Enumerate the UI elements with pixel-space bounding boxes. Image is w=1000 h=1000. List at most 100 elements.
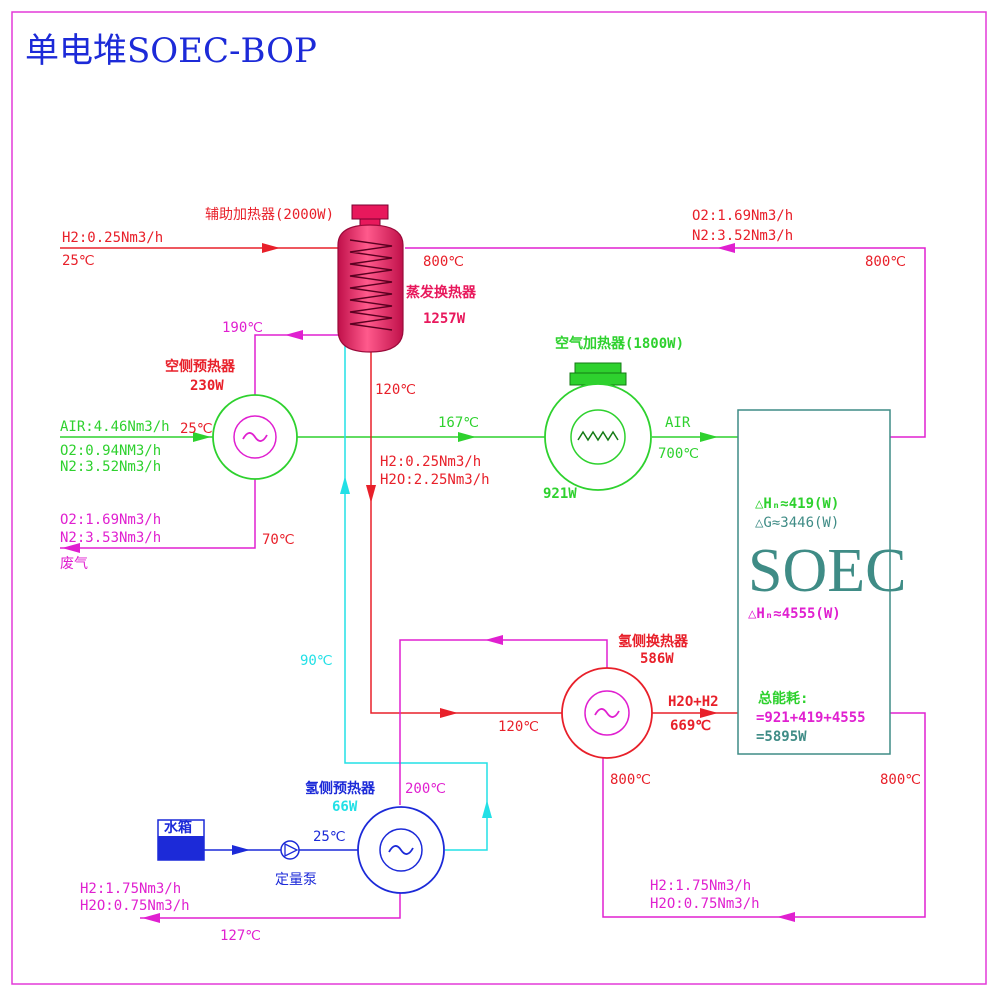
- h2-preheater[interactable]: [357, 806, 445, 894]
- h2-return-line: [602, 712, 926, 918]
- air-heater-power: 921W: [543, 486, 577, 502]
- soec-dh-big: △Hₙ≈4555(W): [748, 606, 841, 622]
- o2-return-temp: 800℃: [865, 254, 906, 270]
- pump-label: 定量泵: [275, 872, 317, 888]
- diagram-title: 单电堆SOEC-BOP: [25, 31, 317, 71]
- pipes: [60, 247, 926, 919]
- heater-cap: [351, 204, 389, 220]
- water-vapor-line: [344, 335, 488, 851]
- exhaust-o2: O2:1.69Nm3/h: [60, 512, 161, 528]
- arrow: [262, 243, 280, 253]
- air-preheater-temp-hot: 190℃: [222, 320, 263, 336]
- arrow: [777, 912, 795, 922]
- h2-return-h2: H2:1.75Nm3/h: [650, 878, 751, 894]
- arrow: [458, 432, 476, 442]
- arrow: [340, 476, 350, 494]
- arrow: [700, 432, 718, 442]
- vessel-body: [337, 224, 404, 353]
- exhaust-label: 废气: [60, 556, 88, 572]
- evap-to-air-preheater-line: [254, 334, 345, 395]
- h2-preheater-temp-out: 200℃: [405, 781, 446, 797]
- mixed-feed-h2o: H2O:2.25Nm3/h: [380, 472, 490, 488]
- h2-heat-exchanger[interactable]: [561, 667, 653, 759]
- page-border: [11, 11, 987, 985]
- soec-stack[interactable]: △Hₙ≈419(W) △G≈3446(W) SOEC △Hₙ≈4555(W) 总…: [737, 409, 906, 755]
- h2-hex-out-label: H2O+H2: [668, 694, 719, 710]
- h2-preheater-power: 66W: [332, 799, 358, 815]
- o2-return-o2: O2:1.69Nm3/h: [692, 208, 793, 224]
- h2-preheater-temp-exit: 127℃: [220, 928, 261, 944]
- aux-heater-label: 辅助加热器(2000W): [205, 207, 334, 223]
- h2-preheater-hot-line: [399, 639, 608, 805]
- soec-label: SOEC: [748, 537, 906, 605]
- h2-hex-power: 586W: [640, 651, 674, 667]
- heating-element-icon: [577, 430, 619, 442]
- labels: H2:0.25Nm3/h 25℃ 辅助加热器(2000W) 蒸发换热器 1257…: [60, 207, 921, 944]
- air-preheater-label: 空侧预热器: [165, 358, 236, 375]
- mixed-feed-h2: H2:0.25Nm3/h: [380, 454, 481, 470]
- air-preheater-temp-in: 25℃: [180, 421, 213, 437]
- arrow: [285, 330, 303, 340]
- arrow: [485, 635, 503, 645]
- arrow: [366, 485, 376, 503]
- h2-out-h2: H2:1.75Nm3/h: [80, 881, 181, 897]
- air-preheater-power: 230W: [190, 378, 224, 394]
- h2-preheater-temp-in: 25℃: [313, 829, 346, 845]
- pump-icon: [284, 842, 299, 858]
- air-preheater[interactable]: [212, 394, 298, 480]
- evaporator-power: 1257W: [423, 311, 466, 327]
- soec-energy-title: 总能耗:: [758, 690, 808, 707]
- h2-hex-temp-hot: 800℃: [610, 772, 651, 788]
- arrow: [440, 708, 458, 718]
- arrow: [193, 432, 211, 442]
- air-heater[interactable]: [544, 362, 652, 491]
- air-heater-air-label: AIR: [665, 415, 691, 431]
- arrow: [62, 543, 80, 553]
- o2-return-line: [405, 247, 926, 438]
- h2-out-h2o: H2O:0.75Nm3/h: [80, 898, 190, 914]
- h2-feed-temp: 25℃: [62, 253, 95, 269]
- h2-preheater-label: 氢侧预热器: [305, 780, 376, 797]
- evap-to-h2-hex-line: [370, 335, 562, 714]
- evaporator-temp-top: 800℃: [423, 254, 464, 270]
- air-heater-label: 空气加热器(1800W): [555, 335, 684, 352]
- air-heater-temp-in: 167℃: [438, 415, 479, 431]
- evaporator-temp-out: 120℃: [375, 382, 416, 398]
- h2-preheater-temp-cyan: 90℃: [300, 653, 333, 669]
- air-preheater-temp-exhaust: 70℃: [262, 532, 295, 548]
- h2-return-h2o: H2O:0.75Nm3/h: [650, 896, 760, 912]
- soec-dg: △G≈3446(W): [755, 515, 839, 531]
- h2-hex-temp-in: 120℃: [498, 719, 539, 735]
- h2-exit-line: [140, 893, 401, 919]
- evaporator-vessel[interactable]: [337, 204, 404, 353]
- evaporator-label: 蒸发换热器: [406, 284, 477, 301]
- tank-water: [158, 836, 204, 860]
- exhaust-n2: N2:3.53Nm3/h: [60, 530, 161, 546]
- air-heater-temp-out: 700℃: [658, 446, 699, 462]
- soec-energy-total: =5895W: [756, 729, 807, 745]
- arrow: [717, 243, 735, 253]
- h2-feed-flow: H2:0.25Nm3/h: [62, 230, 163, 246]
- soec-dh-small: △Hₙ≈419(W): [755, 496, 839, 512]
- h2-hex-temp-out: 669℃: [670, 718, 711, 734]
- water-tank[interactable]: 水箱: [157, 819, 205, 861]
- heat-exchange-icon: [388, 845, 414, 855]
- heat-exchange-icon: [594, 708, 620, 718]
- h2-hex-label: 氢侧换热器: [618, 633, 689, 650]
- heat-exchange-icon: [242, 432, 268, 442]
- soec-box: [737, 409, 891, 755]
- h2-return-temp: 800℃: [880, 772, 921, 788]
- arrow: [482, 800, 492, 818]
- o2-return-n2: N2:3.52Nm3/h: [692, 228, 793, 244]
- air-heater-core: [570, 409, 626, 465]
- heating-coil-icon: [349, 239, 393, 331]
- arrow: [232, 845, 250, 855]
- tank-label: 水箱: [164, 819, 192, 836]
- metering-pump[interactable]: 定量泵: [275, 840, 317, 888]
- arrow: [142, 913, 160, 923]
- air-heater-cap: [574, 362, 622, 374]
- air-feed-o2: O2:0.94NM3/h: [60, 443, 161, 459]
- soec-energy-sum: =921+419+4555: [756, 710, 866, 726]
- arrow: [700, 708, 718, 718]
